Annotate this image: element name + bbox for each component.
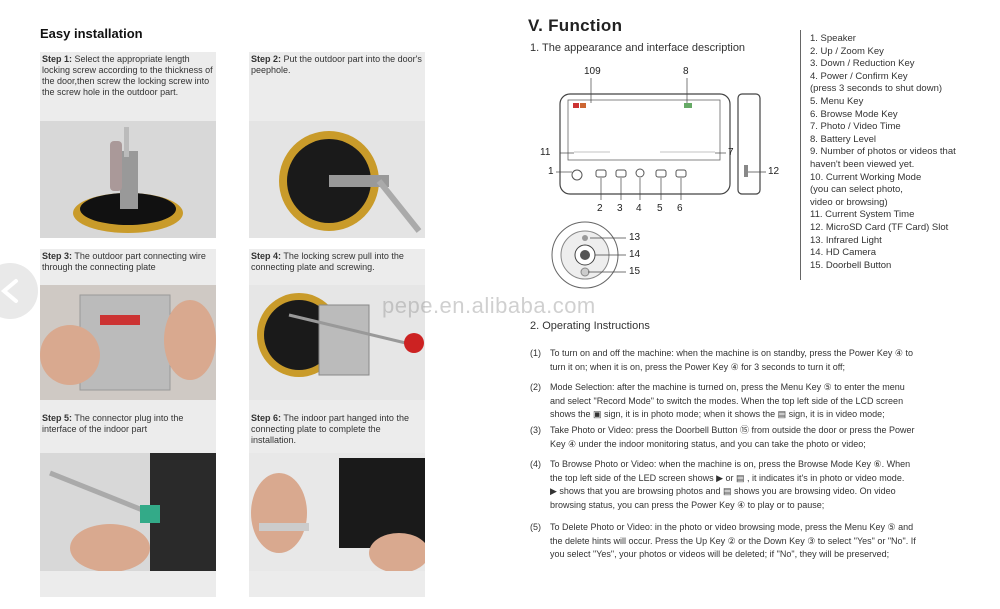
step-label: Step 5:	[42, 413, 73, 423]
diagram-label-6: 6	[677, 203, 683, 214]
legend-item: haven't been viewed yet.	[810, 158, 915, 170]
step-label: Step 6:	[251, 413, 282, 423]
legend-item: (you can select photo,	[810, 184, 903, 196]
step-description: The locking screw pull into the connecti…	[251, 251, 404, 272]
instruction-number: (1)	[530, 348, 541, 358]
step-description: Put the outdoor part into the door's pee…	[251, 54, 422, 75]
step-label: Step 2:	[251, 54, 282, 64]
legend-item: 3. Down / Reduction Key	[810, 58, 915, 70]
step-6-photo	[249, 453, 425, 571]
legend-item: 12. MicroSD Card (TF Card) Slot	[810, 221, 949, 233]
step-4-card: Step 4: The locking screw pull into the …	[249, 249, 425, 435]
step-4-photo	[249, 285, 425, 400]
legend-item: 4. Power / Confirm Key	[810, 70, 908, 82]
legend-item: 7. Photo / Video Time	[810, 121, 901, 133]
back-arrow-button[interactable]	[0, 263, 38, 319]
section-2-heading: 2. Operating Instructions	[530, 320, 650, 332]
legend-item: video or browsing)	[810, 196, 888, 208]
diagram-label-13: 13	[629, 232, 641, 243]
legend-item: 13. Infrared Light	[810, 234, 882, 246]
legend-item: 11. Current System Time	[810, 209, 915, 221]
function-title: V. Function	[528, 16, 623, 35]
legend-item: 6. Browse Mode Key	[810, 108, 898, 120]
instruction-line: you select "Yes", your photos or videos …	[550, 549, 890, 559]
watermark: pepe.en.alibaba.com	[382, 293, 596, 318]
arrow-left-icon	[0, 279, 18, 303]
instruction-line: browsing status, you can press the Power…	[550, 499, 825, 510]
step-description: Select the appropriate length locking sc…	[42, 54, 213, 97]
step-2-card: Step 2: Put the outdoor part into the do…	[249, 52, 425, 238]
instruction-number: (2)	[530, 382, 541, 392]
diagram-label-7: 7	[728, 147, 734, 158]
instruction-line: To turn on and off the machine: when the…	[550, 348, 913, 358]
step-6-card: Step 6: The indoor part hanged into the …	[249, 411, 425, 597]
instruction-line: To Delete Photo or Video: in the photo o…	[550, 522, 914, 532]
instruction-line: Mode Selection: after the machine is tur…	[550, 382, 905, 392]
instruction-number: (3)	[530, 425, 541, 435]
diagram-label-12: 12	[768, 166, 780, 177]
diagram-label-109: 109	[584, 66, 601, 77]
instruction-line: shows the ▣ sign, it is in photo mode; w…	[550, 409, 885, 419]
device-diagram: 109 8 11 7 1 12 2 3 4 5 6 13 14 15	[530, 60, 800, 290]
diagram-label-3: 3	[617, 203, 623, 214]
legend-item: 9. Number of photos or videos that	[810, 146, 956, 158]
instruction-number: (4)	[530, 459, 541, 469]
diagram-label-11: 11	[540, 147, 551, 158]
diagram-label-15: 15	[629, 266, 641, 277]
diagram-label-1: 1	[548, 166, 554, 177]
step-description: The indoor part hanged into the connecti…	[251, 413, 409, 445]
step-5-card: Step 5: The connector plug into the inte…	[40, 411, 216, 597]
instruction-line: ▶ shows that you are browsing photos and…	[550, 486, 896, 496]
diagram-label-5: 5	[657, 203, 663, 214]
legend-item: 14. HD Camera	[810, 247, 876, 259]
instruction-line: and select "Record Mode" to switch the m…	[550, 395, 904, 406]
legend-item: 15. Doorbell Button	[810, 259, 892, 271]
diagram-label-14: 14	[629, 249, 641, 260]
instruction-line: To Browse Photo or Video: when the machi…	[550, 459, 911, 469]
legend-item: 10. Current Working Mode	[810, 171, 922, 183]
installation-title: Easy installation	[40, 26, 143, 41]
instruction-line: Key ④ under the indoor monitoring status…	[550, 438, 866, 449]
step-2-photo	[249, 121, 425, 238]
step-description: The connector plug into the interface of…	[42, 413, 184, 434]
step-1-card: Step 1: Select the appropriate length lo…	[40, 52, 216, 238]
legend-item: 1. Speaker	[810, 33, 856, 44]
instruction-line: turn it on; when it is on, press the Pow…	[550, 361, 846, 372]
step-3-card: Step 3: The outdoor part connecting wire…	[40, 249, 216, 435]
diagram-label-8: 8	[683, 66, 689, 77]
instruction-number: (5)	[530, 522, 541, 532]
legend-item: 2. Up / Zoom Key	[810, 45, 884, 57]
diagram-label-4: 4	[636, 203, 642, 214]
step-label: Step 3:	[42, 251, 73, 261]
step-1-photo	[40, 121, 216, 238]
legend-item: 8. Battery Level	[810, 133, 877, 145]
instruction-line: the top left side of the LED screen show…	[550, 472, 905, 483]
step-label: Step 4:	[251, 251, 282, 261]
diagram-label-2: 2	[597, 203, 603, 214]
instruction-line: Take Photo or Video: press the Doorbell …	[550, 425, 915, 435]
step-description: The outdoor part connecting wire through…	[42, 251, 206, 272]
instruction-line: the delete hints will occur. Press the U…	[550, 535, 916, 546]
legend-item: (press 3 seconds to shut down)	[810, 83, 943, 95]
step-3-photo	[40, 285, 216, 400]
legend-divider	[800, 30, 801, 280]
legend-item: 5. Menu Key	[810, 95, 864, 107]
step-label: Step 1:	[42, 54, 73, 64]
step-5-photo	[40, 453, 216, 571]
section-1-heading: 1. The appearance and interface descript…	[530, 42, 746, 54]
